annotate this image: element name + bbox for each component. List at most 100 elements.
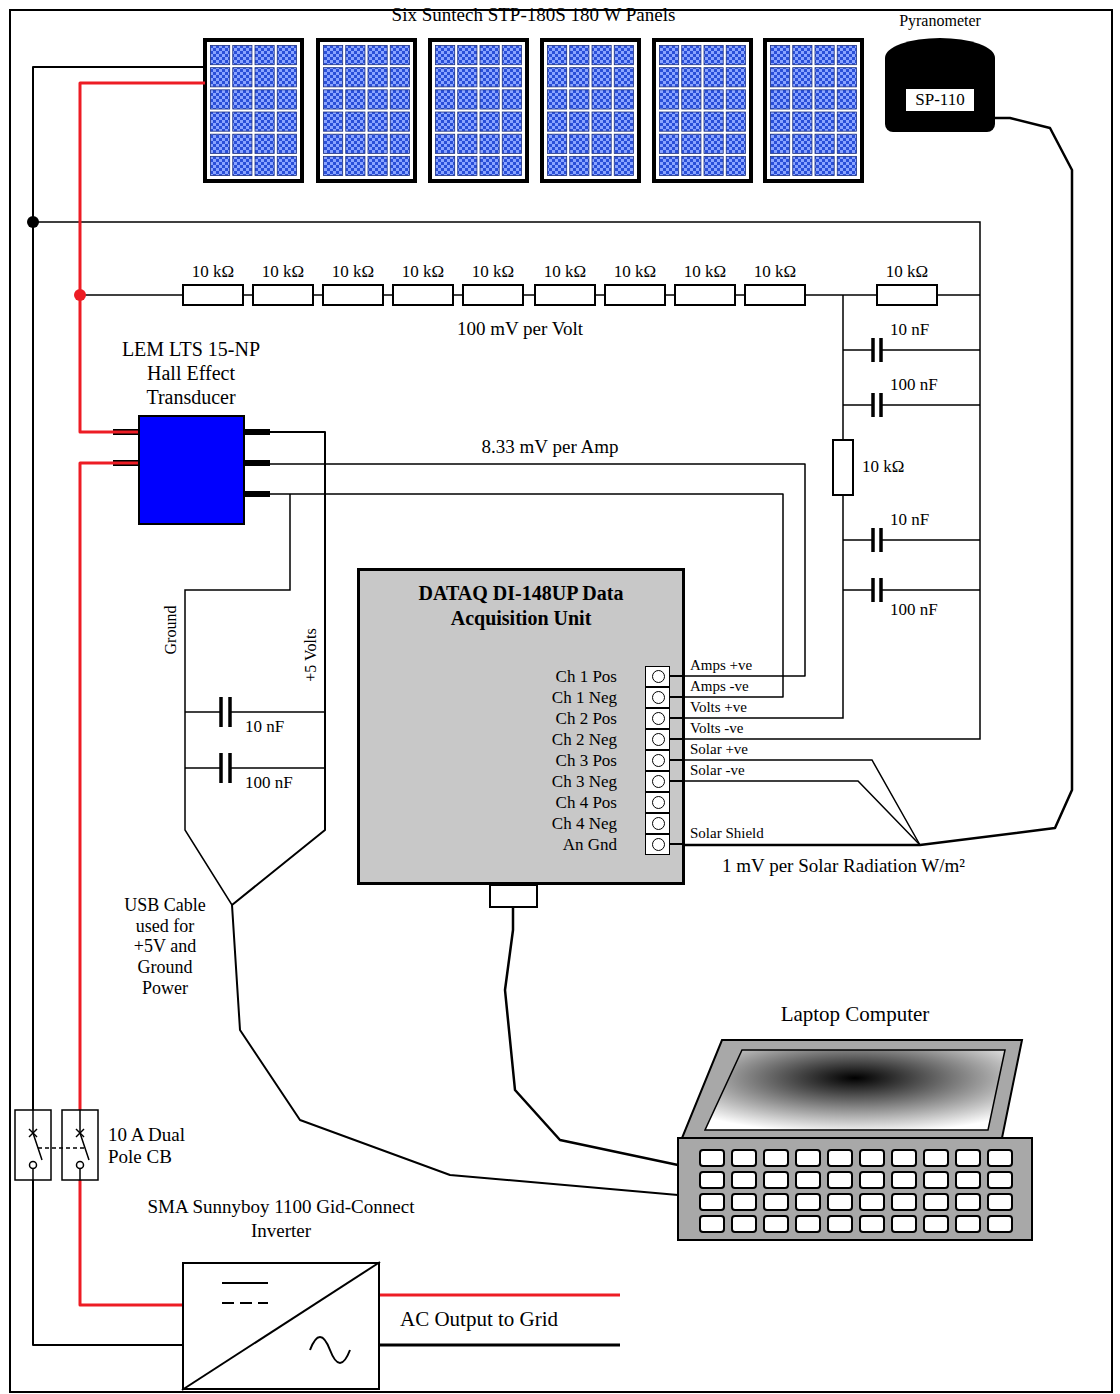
solar-panel [277,68,296,87]
resistor-value: 10 kΩ [248,262,318,282]
inverter: SMA Sunnyboy 1100 Gid-Connect Inverter [182,1262,380,1390]
solar-panel [480,46,499,65]
signal-name: Solar -ve [690,762,745,779]
pin-name: Ch 2 Pos [507,708,617,729]
capacitor-value: 100 nF [245,773,293,793]
solar-panel [793,46,812,65]
solar-panel [346,134,365,153]
solar-panel [660,46,679,65]
pin-terminal [645,813,670,834]
circuit-breaker [32,1110,34,1133]
solar-panel [542,40,639,181]
solar-panel [255,46,274,65]
solar-panel [548,156,567,175]
capacitor-symbol [843,349,873,351]
inverter-symbol [222,1282,268,1284]
circuit-breaker [15,1110,51,1180]
solar-panel [211,112,230,131]
solar-panel [771,134,790,153]
solar-panel [324,90,343,109]
laptop-drawing [860,1172,884,1188]
pin-terminal [645,666,670,687]
laptop-drawing [796,1172,820,1188]
resistor-value: 10 kΩ [388,262,458,282]
solar-panel [233,112,252,131]
laptop-drawing [892,1150,916,1166]
solar-panel [390,68,409,87]
terminal-screw [652,817,665,830]
device-heading: Pyranometer [865,12,1015,30]
solar-panel [837,134,856,153]
solar-panel [430,40,527,181]
solar-panel [277,90,296,109]
solar-panel [368,156,387,175]
solar-panel [815,46,834,65]
hall-transducer: LEM LTS 15-NP Hall Effect Transducer [138,415,245,525]
solar-panel [480,68,499,87]
laptop-drawing [764,1172,788,1188]
solar-panel [436,134,455,153]
capacitor-value: 10 nF [890,510,929,530]
solar-panel [205,40,302,181]
resistor-symbol [183,285,243,305]
solar-panel [614,156,633,175]
solar-panel [660,134,679,153]
wire [185,494,290,905]
resistor-value: 10 kΩ [670,262,740,282]
solar-panel [233,134,252,153]
solar-panel [390,46,409,65]
pyranometer: PyranometerSP-110 [885,38,995,132]
terminal-screw [652,754,665,767]
inverter-symbol [258,1302,268,1304]
laptop-drawing [828,1150,852,1166]
solar-panel [660,90,679,109]
solar-panel [726,112,745,131]
solar-panel [837,90,856,109]
solar-panel [324,112,343,131]
capacitor-symbol [871,393,875,417]
solar-panel [368,134,387,153]
circuit-breaker [30,1162,37,1169]
circuit-breaker [62,1110,98,1180]
laptop-drawing [732,1150,756,1166]
connector-layer [33,67,1072,1345]
solar-panel [704,68,723,87]
pin-terminal [645,687,670,708]
circuit-breaker [15,1110,98,1180]
solar-panel [660,112,679,131]
wire-connector [685,118,1072,845]
terminal-screw [652,733,665,746]
wire-stub [670,696,685,698]
resistor-symbol [675,285,735,305]
solar-panel [346,156,365,175]
solar-panel [614,46,633,65]
laptop-drawing [682,1040,1022,1138]
signal-name: Solar Shield [690,825,764,842]
solar-panel [548,134,567,153]
terminal-screw [652,838,665,851]
scale-note: 100 mV per Volt [390,318,650,340]
solar-panel [793,90,812,109]
solar-panel [502,112,521,131]
solar-panel [390,156,409,175]
wire [33,222,980,905]
pin-terminal [645,729,670,750]
solar-panel [211,90,230,109]
inverter-symbol [182,1262,380,1390]
laptop-drawing [988,1150,1012,1166]
solar-panel [726,46,745,65]
solar-panel [205,40,862,181]
solar-panel [368,46,387,65]
solar-panel [436,112,455,131]
output-label: AC Output to Grid [400,1307,558,1331]
laptop-drawing [705,1050,1005,1130]
solar-panel [837,68,856,87]
solar-panel [771,68,790,87]
solar-panel [480,90,499,109]
device-heading: SMA Sunnyboy 1100 Gid-Connect Inverter [131,1195,431,1243]
solar-panel [771,90,790,109]
capacitor-symbol [185,338,980,783]
solar-panel [346,90,365,109]
frame [10,10,1112,1392]
solar-panel [211,68,230,87]
